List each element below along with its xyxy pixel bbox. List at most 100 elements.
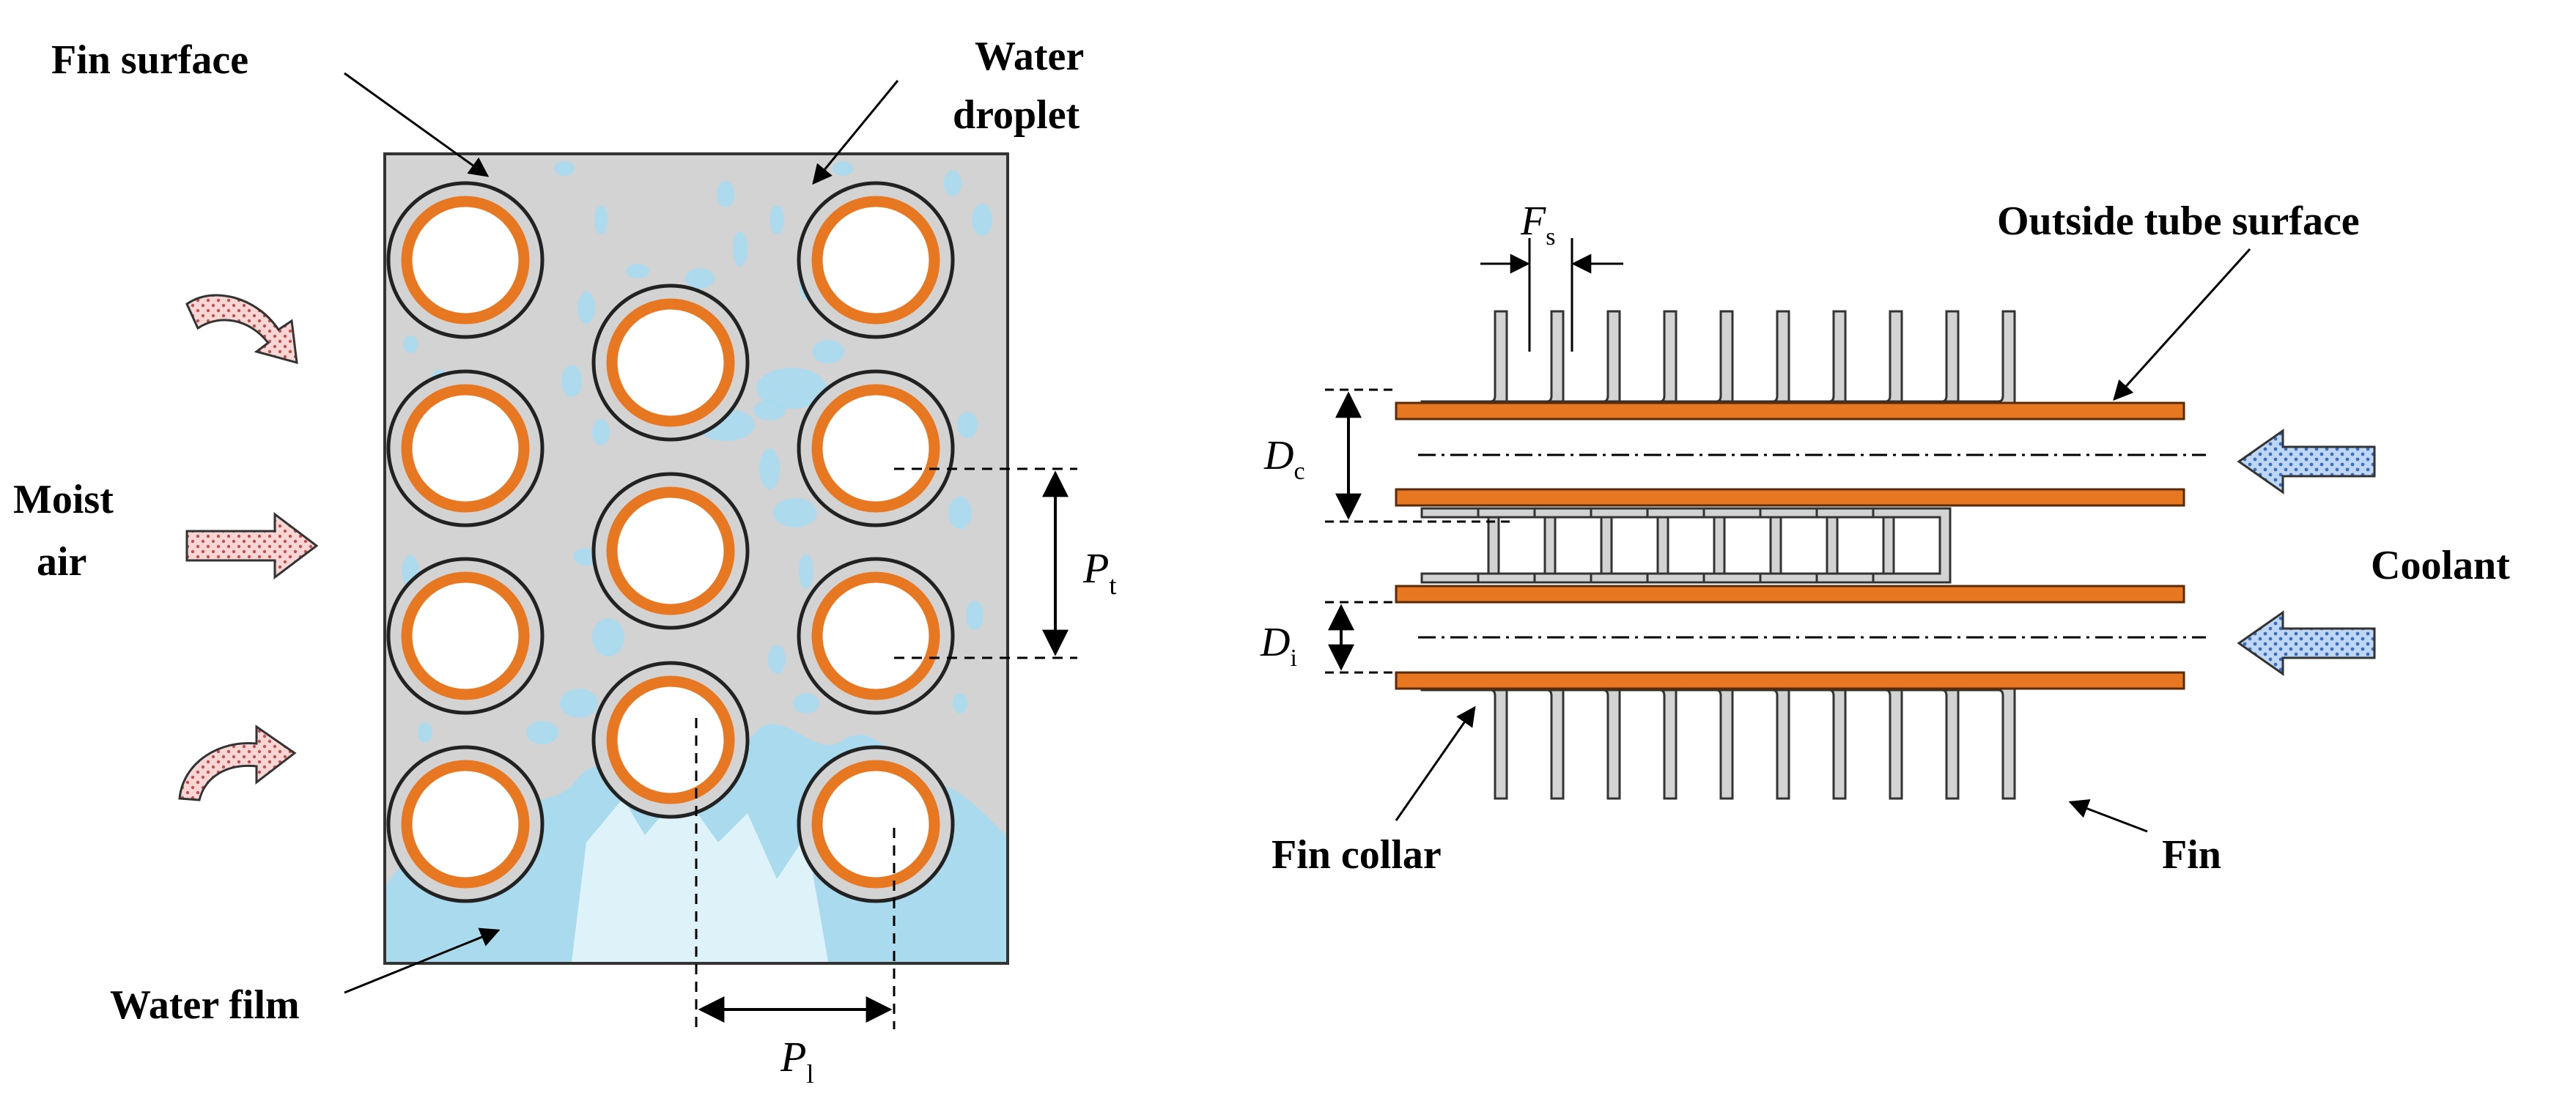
fin-upper	[1872, 310, 1960, 412]
tube-7	[591, 661, 750, 819]
fin-upper	[1533, 310, 1621, 412]
fin-upper	[1815, 310, 1903, 412]
water-droplet	[756, 368, 827, 409]
svg-text:Fs: Fs	[1520, 199, 1555, 251]
fin-middle	[1872, 507, 1952, 584]
water-film-leader	[344, 927, 501, 994]
tube-6	[591, 472, 750, 630]
svg-text:Pl: Pl	[780, 1033, 813, 1089]
water-droplet	[418, 722, 432, 743]
water-droplet	[799, 554, 813, 589]
fin-middle	[1420, 507, 1500, 584]
water-droplet	[554, 161, 575, 176]
label-pt: Pt	[1082, 544, 1116, 600]
tube-wall-1	[1395, 401, 2185, 420]
fin-array	[1420, 310, 2016, 800]
water-droplet	[577, 292, 595, 324]
water-droplet	[759, 448, 780, 489]
water-droplet	[833, 161, 853, 176]
water-droplet	[592, 419, 610, 445]
tube-wall	[811, 196, 940, 325]
fin-lower	[1759, 680, 1847, 800]
fin-lower	[1420, 680, 1508, 800]
fin-lower	[1702, 680, 1790, 800]
water-droplet	[753, 400, 786, 420]
water-droplet	[812, 340, 844, 363]
water-droplet	[957, 412, 978, 438]
fin-upper	[1759, 310, 1847, 412]
label-coolant: Coolant	[2371, 543, 2510, 588]
fin-lower	[1646, 680, 1734, 800]
tube-cross-section-panel: Outside tube surface Coolant Fin collar …	[1260, 199, 2510, 878]
fin-lower	[1928, 680, 2016, 800]
tube-11	[797, 745, 955, 903]
water-droplet	[773, 498, 817, 527]
water-droplet	[944, 170, 962, 196]
air-arrow-bottom	[178, 725, 297, 801]
label-water-film: Water film	[110, 982, 300, 1028]
water-film-highlight	[572, 791, 828, 962]
label-outside-tube-surface: Outside tube surface	[1997, 199, 2360, 244]
fin-lower	[1533, 680, 1621, 800]
fin-lower	[1872, 680, 1960, 800]
tube-wall	[811, 571, 940, 700]
water-droplet	[953, 693, 967, 714]
tube-wall	[401, 384, 530, 513]
water-droplet	[948, 497, 972, 529]
svg-text:Di: Di	[1260, 620, 1297, 672]
water-droplet	[972, 204, 992, 236]
tube-wall	[606, 298, 735, 427]
water-droplet	[626, 264, 649, 278]
label-dc: Dc	[1263, 433, 1305, 485]
tube-4	[386, 745, 545, 903]
water-droplet	[793, 693, 819, 714]
fin-upper	[1928, 310, 2016, 412]
water-droplet	[594, 205, 608, 234]
water-droplet	[966, 601, 983, 630]
tube-wall	[606, 486, 735, 615]
water-droplet	[561, 365, 582, 397]
fin-upper	[1646, 310, 1734, 412]
tube-wall-4	[1395, 671, 2185, 690]
air-arrow-top	[185, 294, 298, 365]
fin-upper	[1702, 310, 1790, 412]
tube-2	[386, 369, 545, 527]
fin-surface-panel: Fin surface Water droplet Moist air Wate…	[13, 34, 1116, 1089]
label-fin: Fin	[2162, 832, 2221, 878]
water-droplet	[685, 268, 715, 289]
water-droplet	[526, 721, 558, 744]
tube-1	[386, 181, 545, 339]
fin-lower	[1590, 680, 1678, 800]
tube-9	[797, 369, 955, 527]
coolant-arrow-upper	[2237, 429, 2376, 494]
label-moist-air-line1: Moist	[13, 477, 114, 522]
tube-wall	[401, 760, 530, 889]
tube-wall-2	[1395, 488, 2185, 507]
label-pl: Pl	[780, 1033, 813, 1089]
tube-3	[386, 557, 545, 715]
fin-surface-leader	[344, 72, 490, 177]
fin-upper	[1590, 310, 1678, 412]
water-droplet	[733, 231, 748, 267]
label-water-droplet-line2: droplet	[953, 92, 1080, 138]
outside-tube-leader	[2113, 248, 2251, 401]
label-fin-collar: Fin collar	[1272, 832, 1442, 878]
water-droplet	[560, 689, 598, 718]
water-droplet	[770, 205, 784, 234]
tube-wall-3	[1395, 585, 2185, 604]
tube-wall	[811, 760, 940, 889]
fin-collar-leader	[1395, 705, 1476, 821]
water-droplet-leader	[812, 80, 899, 185]
label-moist-air-line2: air	[37, 539, 86, 585]
coolant-arrow-lower	[2237, 610, 2376, 676]
fin-lower	[1477, 680, 1565, 800]
fin-upper	[1477, 310, 1565, 412]
water-droplet	[768, 645, 786, 674]
label-fin-surface: Fin surface	[51, 37, 248, 83]
air-arrow-middle	[185, 511, 319, 580]
tube-wall	[401, 196, 530, 325]
fin-leader	[2068, 799, 2148, 833]
tube-10	[797, 557, 955, 715]
svg-text:Pt: Pt	[1082, 544, 1116, 600]
